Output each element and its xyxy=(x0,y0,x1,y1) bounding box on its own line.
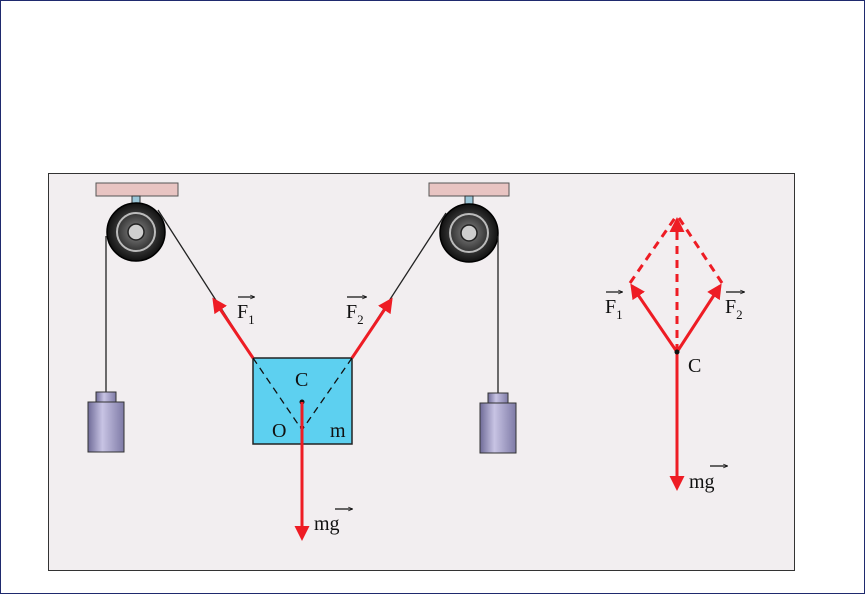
vector-origin-c xyxy=(674,349,680,355)
label-mg-vector: mg xyxy=(689,471,715,493)
force-f1-arrow xyxy=(212,297,255,359)
label-f1: F1 xyxy=(237,301,255,327)
label-o: O xyxy=(272,420,286,442)
right-hanging-weight xyxy=(479,392,517,454)
label-f1-vector: F1 xyxy=(605,296,623,322)
dashed-f1-to-top xyxy=(628,214,679,284)
label-c-block: C xyxy=(295,369,308,391)
label-mg-block: mg xyxy=(314,513,340,535)
label-c-vector: C xyxy=(688,355,701,377)
label-f2: F2 xyxy=(346,301,364,327)
vector-f2-arrow xyxy=(675,283,722,353)
right-pulley xyxy=(439,203,499,263)
block-dashed-right xyxy=(301,357,353,431)
diagram-panel xyxy=(48,173,795,571)
label-f2-vector: F2 xyxy=(725,296,743,322)
label-m: m xyxy=(330,420,346,442)
right-ceiling-bar xyxy=(428,182,510,197)
left-hanging-weight xyxy=(87,391,125,453)
force-f2-arrow xyxy=(350,297,393,359)
vector-f1-arrow xyxy=(630,283,679,353)
block-dashed-left xyxy=(252,357,303,431)
left-ceiling-bar xyxy=(95,182,179,197)
dashed-f2-to-top xyxy=(675,214,724,284)
left-pulley xyxy=(106,202,166,262)
